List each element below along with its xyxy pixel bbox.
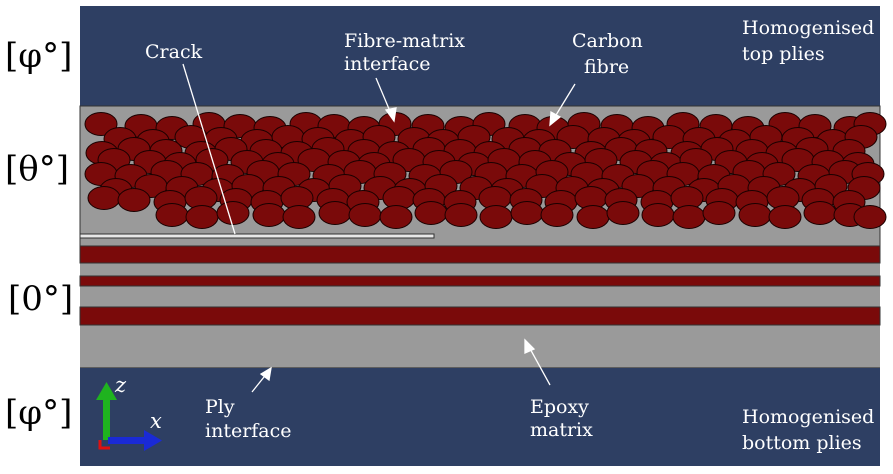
zero-ply-fibre-3: [79, 306, 881, 326]
x-axis-arrowhead: [144, 430, 162, 451]
z-axis-arrowhead: [96, 382, 117, 400]
carbon-fibre: [641, 203, 675, 227]
carbon-fibre: [510, 201, 544, 225]
z-axis-label: z: [114, 373, 127, 397]
carbon-fibre: [444, 203, 478, 227]
label-carbon-fibre-2: fibre: [584, 56, 629, 78]
carbon-fibre: [414, 201, 448, 225]
carbon-fibres: [84, 112, 887, 229]
carbon-fibre: [803, 201, 837, 225]
zero-ply-fibre-2: [79, 275, 881, 287]
origin-marker: [98, 440, 110, 450]
carbon-fibre: [348, 203, 382, 227]
epoxy-matrix-arrow: [527, 344, 551, 386]
label-homogenised-top-2: top plies: [742, 43, 825, 65]
carbon-fibre-arrowhead: [549, 110, 562, 127]
carbon-fibre: [768, 205, 802, 229]
label-ply-interface-1: Ply: [205, 396, 235, 418]
carbon-fibre: [576, 205, 610, 229]
label-crack: Crack: [145, 41, 203, 63]
carbon-fibre: [606, 201, 640, 225]
x-axis-label: x: [150, 409, 162, 433]
label-ply-interface-2: interface: [205, 420, 292, 442]
angle-label-zero: [0°]: [8, 279, 73, 319]
angle-label-theta: [θ°]: [5, 149, 69, 189]
carbon-fibre: [117, 188, 151, 212]
carbon-fibre: [252, 203, 286, 227]
homogenised-top-plies: [80, 6, 880, 106]
angle-label-bottom: [φ°]: [5, 393, 72, 433]
carbon-fibre: [216, 201, 250, 225]
carbon-fibre: [282, 205, 316, 229]
carbon-fibre: [185, 205, 219, 229]
label-epoxy-matrix-2: matrix: [530, 419, 593, 441]
axes-triad: z x: [96, 373, 162, 451]
carbon-fibre: [479, 205, 513, 229]
carbon-fibre-arrow: [552, 83, 576, 121]
carbon-fibre: [702, 201, 736, 225]
ply-interface-arrowhead: [259, 366, 272, 382]
fibre-matrix-arrowhead: [384, 107, 397, 123]
label-fibre-matrix-1: Fibre-matrix: [344, 30, 465, 52]
label-homogenised-bottom-1: Homogenised: [742, 406, 874, 428]
carbon-fibre: [379, 205, 413, 229]
label-homogenised-bottom-2: bottom plies: [742, 432, 862, 454]
carbon-fibre: [155, 203, 189, 227]
label-homogenised-top-1: Homogenised: [742, 17, 874, 39]
angle-label-top: [φ°]: [5, 36, 72, 76]
label-fibre-matrix-2: interface: [344, 53, 431, 75]
homogenised-bottom-plies: [80, 368, 880, 466]
carbon-fibre: [87, 186, 121, 210]
carbon-fibre: [672, 205, 706, 229]
carbon-fibre: [84, 112, 118, 136]
crack: [79, 233, 435, 239]
label-epoxy-matrix-1: Epoxy: [530, 396, 589, 418]
carbon-fibre: [318, 201, 352, 225]
crack-leader: [182, 63, 236, 235]
label-carbon-fibre-1: Carbon: [572, 30, 643, 52]
carbon-fibre: [853, 205, 887, 229]
carbon-fibre: [738, 203, 772, 227]
epoxy-matrix-arrowhead: [524, 338, 536, 355]
zero-ply-fibre-1: [79, 245, 881, 264]
carbon-fibre: [540, 203, 574, 227]
